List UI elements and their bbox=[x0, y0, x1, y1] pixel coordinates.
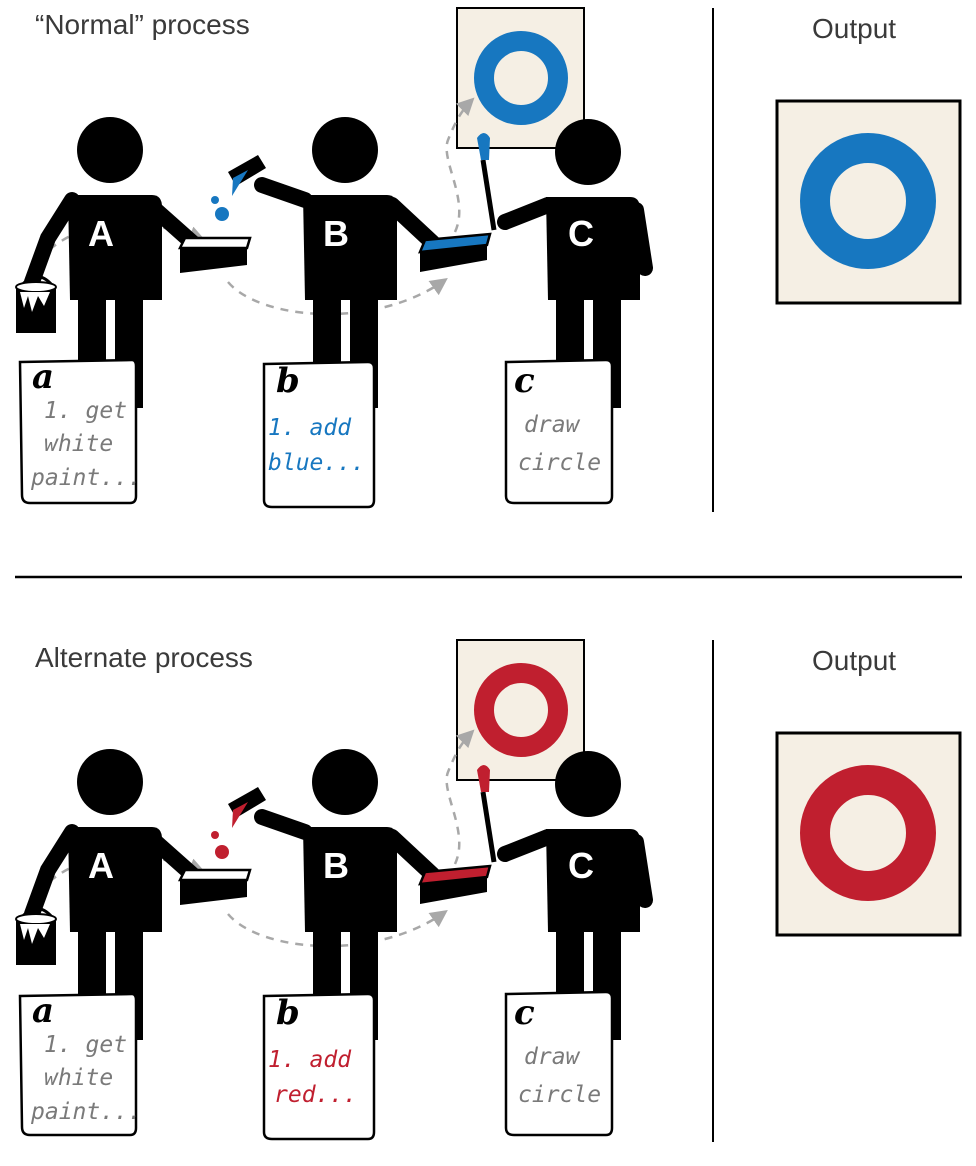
output-canvas bbox=[775, 99, 962, 305]
canvas-icon bbox=[456, 639, 585, 781]
dropper-icon bbox=[211, 787, 266, 859]
note-line: 1. add bbox=[268, 415, 352, 441]
panel-alternate: Alternate process Output A bbox=[15, 639, 962, 1142]
person-label: B bbox=[323, 213, 349, 254]
paint-tray-icon bbox=[177, 868, 252, 905]
note-line: paint... bbox=[30, 1099, 142, 1125]
person-label: A bbox=[88, 213, 114, 254]
output-label: Output bbox=[812, 13, 896, 44]
paint-tray-icon bbox=[418, 232, 492, 272]
person-icon: C bbox=[497, 119, 653, 408]
note-line: draw bbox=[524, 1044, 581, 1070]
person-label: B bbox=[323, 845, 349, 886]
panel-title: “Normal” process bbox=[35, 9, 250, 40]
note-letter: c bbox=[514, 993, 535, 1033]
note-line: 1. get bbox=[44, 398, 127, 424]
note-card: c draw circle bbox=[504, 358, 614, 505]
note-card: b 1. add red... bbox=[262, 992, 376, 1141]
person-icon: B bbox=[254, 117, 443, 408]
output-ring bbox=[800, 765, 936, 901]
panel-title: Alternate process bbox=[35, 642, 253, 673]
person-label: C bbox=[568, 845, 594, 886]
note-letter: b bbox=[276, 361, 300, 401]
output-ring bbox=[800, 133, 936, 269]
flow-arrow-tray-to-b-tray bbox=[227, 277, 448, 316]
person-label: A bbox=[88, 845, 114, 886]
note-line: paint... bbox=[30, 465, 142, 491]
note-card: a 1. get white paint... bbox=[18, 991, 142, 1137]
note-line: draw bbox=[524, 412, 581, 438]
note-line: 1. add bbox=[268, 1047, 352, 1073]
paint-tray-icon bbox=[418, 864, 492, 904]
note-line: blue... bbox=[268, 450, 365, 476]
paint-bucket-icon bbox=[15, 907, 57, 965]
output-label: Output bbox=[812, 645, 896, 676]
note-line: red... bbox=[274, 1082, 357, 1108]
note-line: 1. get bbox=[44, 1032, 127, 1058]
note-card: b 1. add blue... bbox=[262, 360, 376, 509]
panel-normal: “Normal” process Output A bbox=[15, 7, 962, 512]
note-line: circle bbox=[518, 1082, 601, 1108]
note-line: white bbox=[44, 431, 113, 457]
output-canvas bbox=[775, 731, 962, 937]
note-letter: a bbox=[32, 357, 54, 397]
canvas-icon bbox=[456, 7, 585, 149]
note-letter: a bbox=[32, 991, 54, 1031]
paintbrush-icon bbox=[477, 133, 497, 231]
note-line: circle bbox=[518, 450, 601, 476]
paint-bucket-icon bbox=[15, 275, 57, 333]
note-line: white bbox=[44, 1065, 113, 1091]
person-icon: B bbox=[254, 749, 443, 1040]
paint-tray-icon bbox=[177, 236, 252, 273]
paintbrush-icon bbox=[477, 765, 497, 863]
dropper-icon bbox=[211, 155, 266, 221]
person-label: C bbox=[568, 213, 594, 254]
note-card: c draw circle bbox=[504, 990, 614, 1137]
note-card: a 1. get white paint... bbox=[18, 357, 142, 505]
flow-arrow-c-to-canvas bbox=[445, 97, 475, 233]
flow-arrow-c-to-canvas bbox=[445, 729, 475, 865]
note-letter: b bbox=[276, 993, 300, 1033]
note-letter: c bbox=[514, 361, 535, 401]
flow-arrow-tray-to-b-tray bbox=[227, 909, 448, 948]
